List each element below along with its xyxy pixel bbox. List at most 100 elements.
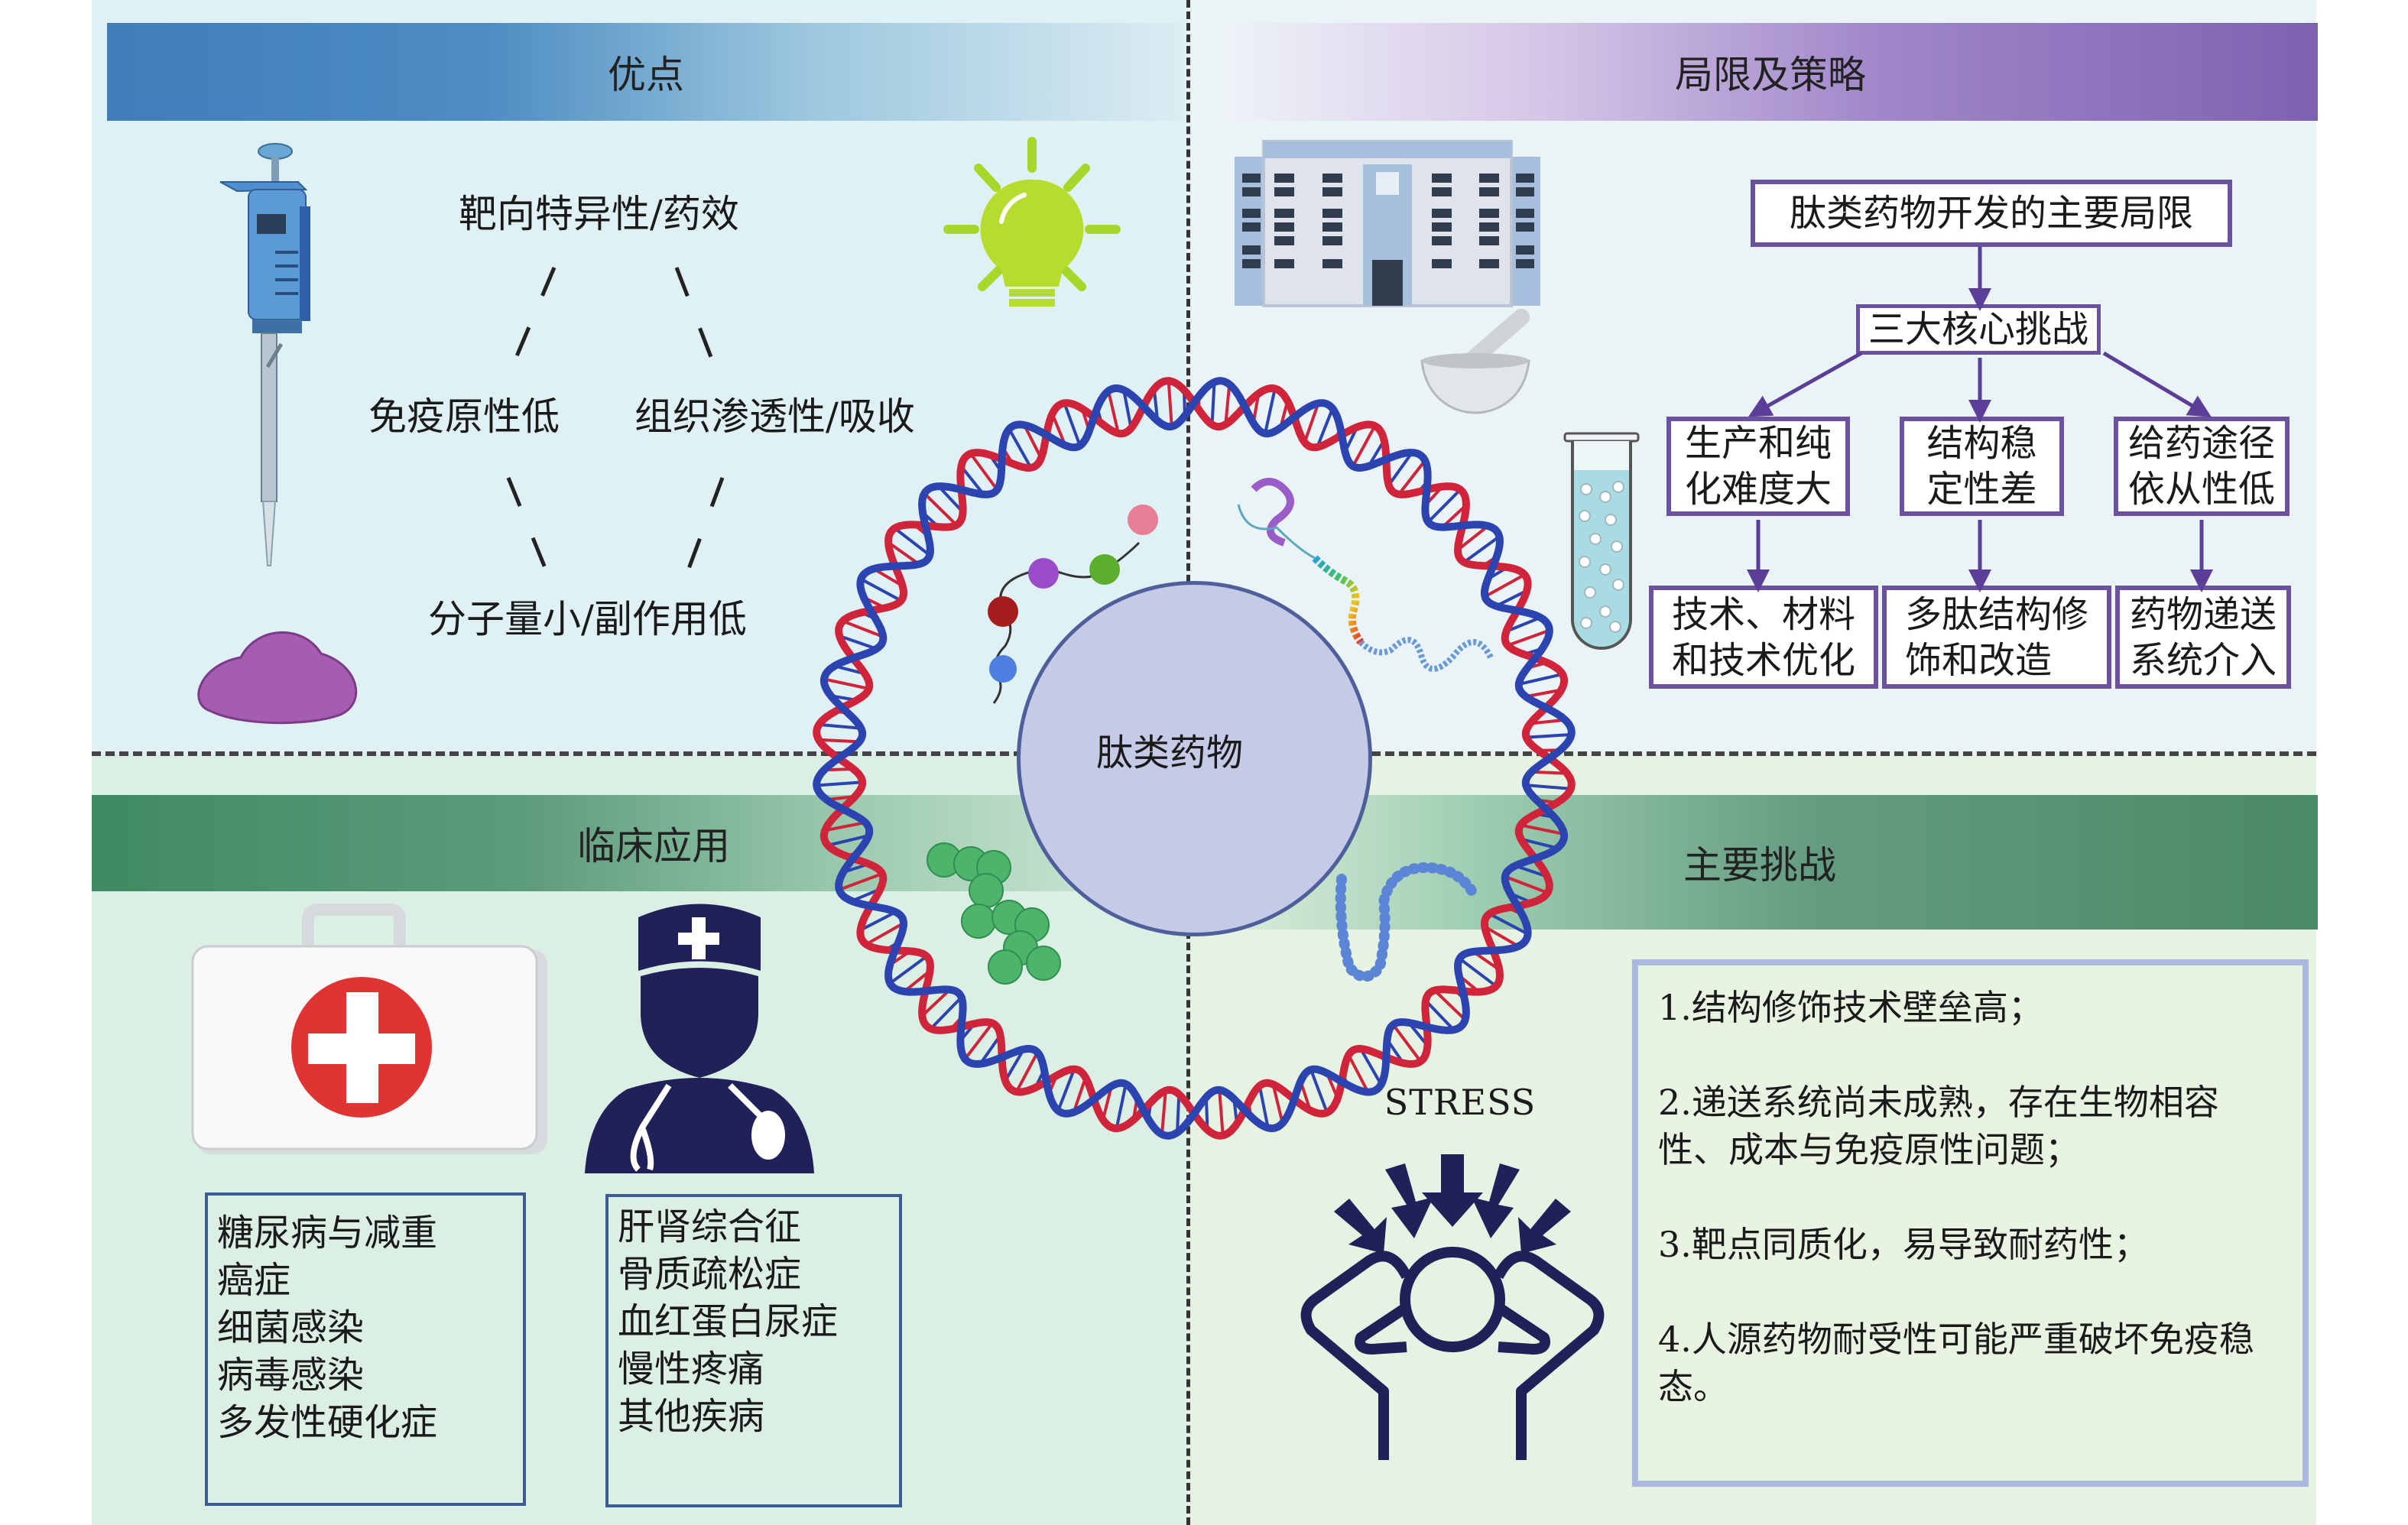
mortar-pestle-icon	[1420, 309, 1530, 414]
dna-base-pair	[818, 738, 860, 744]
clinical-item: 癌症	[217, 1259, 291, 1302]
advantages-header: 优点	[107, 23, 1185, 121]
laboratory-building-icon	[1235, 140, 1540, 307]
stress-label: STRESS	[1384, 1082, 1537, 1123]
peptide-drug-label: 肽类药物	[1095, 732, 1243, 774]
dna-base-pair	[894, 527, 931, 556]
problem-line: 化难度大	[1684, 468, 1832, 511]
dna-base-pair	[865, 921, 904, 946]
dna-base-pair	[1484, 925, 1520, 948]
dna-base-pair	[937, 485, 964, 514]
clinical-list-left: 糖尿病与减重 癌症 细菌感染 病毒感染 多发性硬化症	[205, 1192, 526, 1506]
dna-base-pair	[1488, 912, 1529, 936]
dna-base-pair	[823, 677, 869, 690]
dna-base-pair	[1115, 1083, 1128, 1129]
stress-person-icon	[1300, 1154, 1605, 1460]
clinical-item: 糖尿病与减重	[217, 1212, 438, 1254]
dna-base-pair	[1352, 425, 1377, 467]
flowchart-problem-administration: 给药途径依从性低	[2114, 417, 2290, 516]
strategy-line: 系统介入	[2129, 638, 2277, 682]
dna-base-pair	[1167, 381, 1173, 427]
dna-base-pair	[1520, 823, 1565, 836]
dna-base-pair	[819, 722, 862, 730]
advantages-header-text: 优点	[608, 53, 684, 97]
dna-base-pair	[1072, 1076, 1087, 1113]
dna-base-pair	[1218, 1089, 1225, 1136]
doctor-icon	[585, 904, 814, 1173]
clinical-item: 细菌感染	[217, 1306, 365, 1349]
dna-base-pair	[1518, 673, 1563, 686]
dna-base-pair	[1387, 451, 1413, 486]
dna-base-pair	[1316, 407, 1335, 448]
dna-base-pair	[839, 634, 878, 651]
lightbulb-icon	[943, 137, 1121, 307]
challenges-header-text: 主要挑战	[1683, 843, 1836, 887]
dna-base-pair	[921, 988, 951, 1017]
strategy-line: 技术、材料	[1671, 592, 1855, 636]
blue-peptide-chain-icon	[1335, 861, 1477, 982]
problem-line: 给药途径	[2127, 422, 2275, 465]
flowchart-root: 肽类药物开发的主要局限	[1751, 180, 2232, 247]
flowchart-root-text: 肽类药物开发的主要局限	[1789, 192, 2193, 235]
dna-base-pair	[1526, 784, 1571, 790]
dna-base-pair	[923, 492, 958, 527]
dna-base-pair	[842, 619, 884, 638]
clinical-header-text: 临床应用	[577, 824, 730, 868]
dna-base-pair	[1347, 1054, 1370, 1093]
first-aid-kit-icon	[191, 904, 547, 1154]
problem-line: 结构稳	[1926, 422, 2037, 465]
dna-base-pair	[1063, 402, 1082, 446]
advantage-targeting: 靶向特异性/药效	[459, 192, 739, 236]
dna-base-pair	[1526, 732, 1572, 739]
advantage-small-molecular-weight: 分子量小/副作用低	[428, 597, 747, 641]
limitations-header: 局限及策略	[1223, 23, 2318, 121]
peptide-drug-circle	[1017, 581, 1372, 936]
problem-line: 依从性低	[2127, 468, 2275, 511]
challenge-item: 2.递送系统尚未成熟，存在生物相容性、成本与免疫原性问题；	[1658, 1082, 2219, 1170]
clinical-item: 慢性疼痛	[618, 1348, 765, 1390]
dna-base-pair	[1456, 524, 1489, 551]
dna-strand-blue	[813, 377, 1576, 1140]
dna-base-pair	[1391, 1024, 1422, 1063]
flowchart-strategy-optimization: 技术、材料和技术优化	[1649, 586, 1878, 689]
dna-base-pair	[1507, 628, 1550, 647]
advantage-tissue-penetration: 组织渗透性/吸收	[634, 394, 915, 439]
dna-base-pair	[1424, 999, 1456, 1031]
dna-base-pair	[1303, 402, 1320, 443]
dna-base-pair	[1459, 957, 1498, 988]
clinical-item: 多发性硬化症	[217, 1401, 438, 1444]
dna-base-pair	[1122, 389, 1133, 429]
dna-base-pair	[1015, 1051, 1039, 1093]
dna-base-pair	[1504, 874, 1549, 894]
dna-base-pair	[1531, 770, 1567, 775]
problem-line: 定性差	[1926, 468, 2037, 511]
clinical-list-right: 肝肾综合征 骨质疏松症 血红蛋白尿症 慢性疼痛 其他疾病	[605, 1194, 902, 1507]
dna-base-pair	[889, 955, 928, 985]
dna-base-pair	[1271, 1084, 1284, 1124]
dna-base-pair	[887, 540, 920, 566]
dna-base-pair	[1210, 381, 1216, 425]
dna-base-pair	[1008, 428, 1033, 469]
dna-base-pair	[1107, 390, 1120, 434]
dna-base-pair	[1056, 1068, 1076, 1111]
flowchart-strategy-modification: 多肽结构修饰和改造	[1882, 586, 2111, 689]
clinical-item: 肝肾综合征	[618, 1205, 802, 1248]
dna-base-pair	[839, 872, 883, 891]
clinical-item: 血红蛋白尿症	[618, 1300, 839, 1343]
green-peptide-cluster-icon	[927, 842, 1061, 985]
flowchart-core-text: 三大核心挑战	[1868, 308, 2088, 351]
dna-base-pair	[1160, 1090, 1167, 1134]
dna-base-pair	[1484, 573, 1526, 599]
dna-base-pair	[1101, 1085, 1113, 1121]
dna-base-pair	[1433, 989, 1466, 1021]
droplet-blob-icon	[197, 631, 358, 725]
dna-base-pair	[930, 996, 963, 1030]
problem-line: 生产和纯	[1684, 422, 1832, 465]
test-tube-icon	[1563, 432, 1640, 650]
dna-base-pair	[816, 780, 863, 787]
strategy-line: 多肽结构修	[1904, 592, 2088, 636]
dna-base-pair	[859, 910, 897, 932]
dna-base-pair	[1397, 459, 1426, 495]
